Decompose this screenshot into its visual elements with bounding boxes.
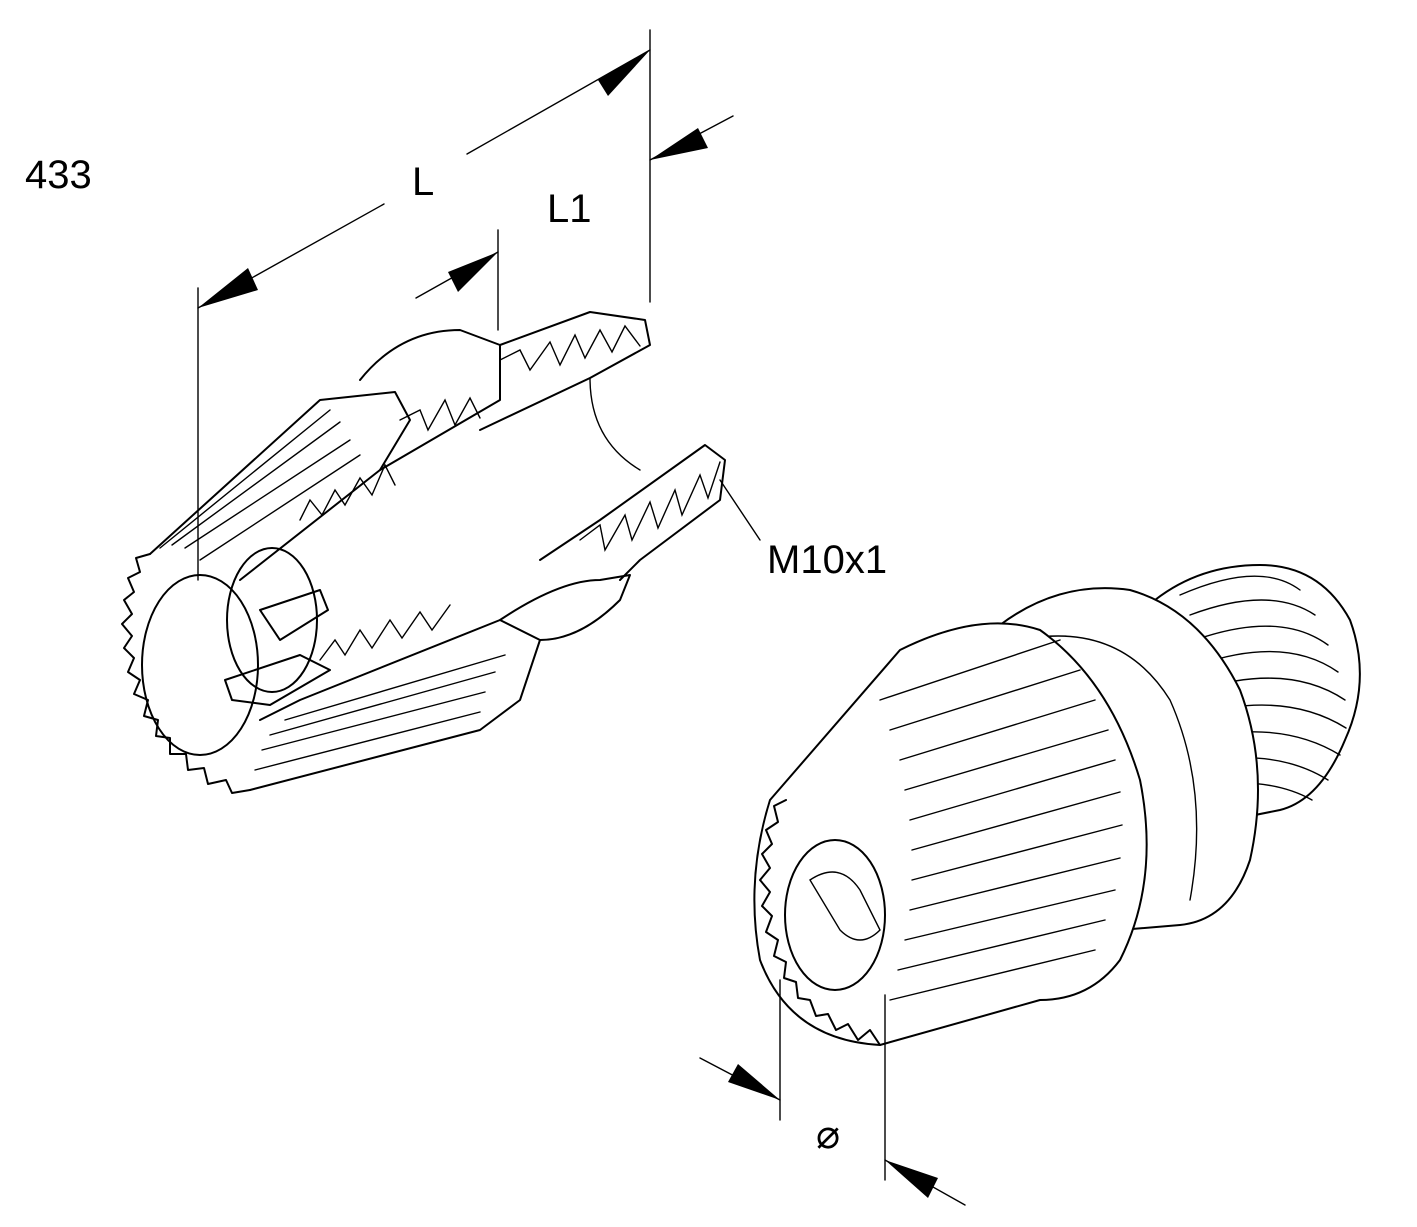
arrow-l-start xyxy=(198,268,258,308)
dimension-label-l1: L1 xyxy=(547,187,592,231)
figure-number: 433 xyxy=(25,153,92,197)
diameter-symbol: ⌀ xyxy=(816,1113,840,1157)
thread-label: M10x1 xyxy=(767,538,887,582)
bore-opening-outer xyxy=(141,574,259,756)
serrated-rim-left xyxy=(121,553,251,794)
arrow-dia-right xyxy=(885,1160,938,1198)
bore-opening xyxy=(784,839,886,991)
cutaway-cable-gland xyxy=(121,311,726,794)
serrated-cone xyxy=(753,622,1148,1046)
arrow-l-end xyxy=(598,50,650,96)
arrow-l1-left xyxy=(448,252,498,292)
arrow-dia-left xyxy=(728,1064,780,1100)
dimension-lines xyxy=(197,29,966,1206)
bore-opening-inner xyxy=(226,547,318,693)
assembled-cable-gland xyxy=(753,564,1361,1046)
dimension-label-l: L xyxy=(412,160,434,204)
serrated-rim-right xyxy=(759,799,881,1046)
arrow-l1-right xyxy=(650,128,708,160)
